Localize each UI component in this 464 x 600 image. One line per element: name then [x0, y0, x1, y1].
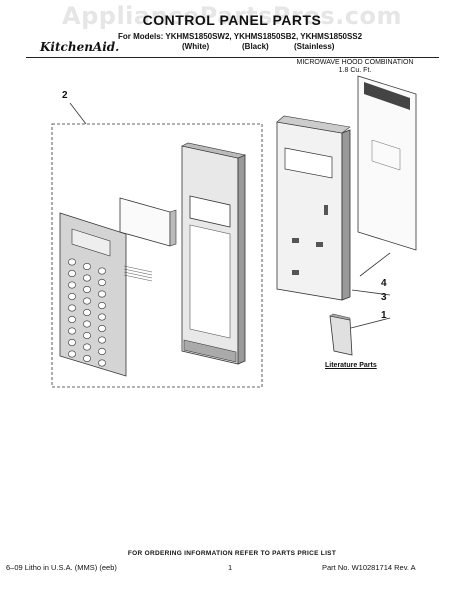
callout-4: 4: [381, 278, 387, 289]
keypad-button: [83, 297, 91, 305]
part-number: Part No. W10281714 Rev. A: [322, 563, 416, 572]
control-panel-frame: [181, 142, 246, 365]
page-title: CONTROL PANEL PARTS: [142, 12, 322, 28]
keypad-button: [83, 285, 91, 293]
variant-black: (Black): [242, 42, 269, 51]
keypad-buttons: [68, 258, 106, 367]
keypad-button: [83, 274, 91, 282]
models-line: For Models: YKHMS1850SW2, YKHMS1850SB2, …: [118, 32, 363, 41]
display-window-lens: [119, 197, 171, 247]
control-board-bracket: [276, 115, 351, 301]
keypad-button: [83, 262, 91, 270]
keypad-button: [68, 315, 76, 323]
keypad-button: [98, 336, 106, 344]
keypad-button: [68, 338, 76, 346]
header-divider: [26, 57, 439, 58]
capacity: 1.8 Cu. Ft.: [338, 67, 372, 74]
keypad-button: [98, 290, 106, 298]
keypad-button: [98, 347, 106, 355]
ordering-note: FOR ORDERING INFORMATION REFER TO PARTS …: [127, 550, 337, 557]
keypad-button: [68, 281, 76, 289]
keypad-button: [98, 278, 106, 286]
keypad-button: [83, 343, 91, 351]
leader-line-3: [351, 289, 391, 296]
keypad-button: [68, 292, 76, 300]
keypad-button: [68, 269, 76, 277]
keypad-button: [98, 267, 106, 275]
callout-2: 2: [62, 90, 68, 101]
keypad-button: [98, 359, 106, 367]
ribbon-cable: [123, 265, 153, 282]
keypad-membrane: [59, 212, 127, 377]
brand-logo: KitchenAid.: [40, 40, 120, 54]
callout-3: 3: [381, 292, 387, 303]
variant-white: (White): [182, 42, 210, 51]
literature-booklet: [329, 315, 353, 356]
print-info: 6–09 Litho in U.S.A. (MMS) (eeb): [6, 563, 117, 572]
variant-stainless: (Stainless): [294, 42, 335, 51]
leader-line-2: [69, 102, 87, 125]
leader-line-4: [359, 252, 391, 277]
assembly-outline: [51, 123, 263, 388]
keypad-button: [83, 308, 91, 316]
product-type: MICROWAVE HOOD COMBINATION: [296, 59, 414, 66]
keypad-button: [83, 331, 91, 339]
keypad-button: [83, 320, 91, 328]
page-number: 1: [228, 563, 233, 572]
keypad-button: [83, 354, 91, 362]
keypad-button: [98, 301, 106, 309]
literature-parts-label: Literature Parts: [325, 362, 377, 369]
keypad-button: [68, 327, 76, 335]
keypad-button: [98, 324, 106, 332]
callout-1: 1: [381, 310, 387, 321]
keypad-button: [68, 350, 76, 358]
keypad-button: [68, 258, 76, 266]
leader-line-1: [350, 317, 391, 329]
keypad-button: [98, 313, 106, 321]
control-circuit-board: [357, 75, 417, 251]
watermark: AppliancePartsPros.com: [62, 2, 402, 30]
keypad-display-window: [71, 228, 111, 257]
keypad-button: [68, 304, 76, 312]
